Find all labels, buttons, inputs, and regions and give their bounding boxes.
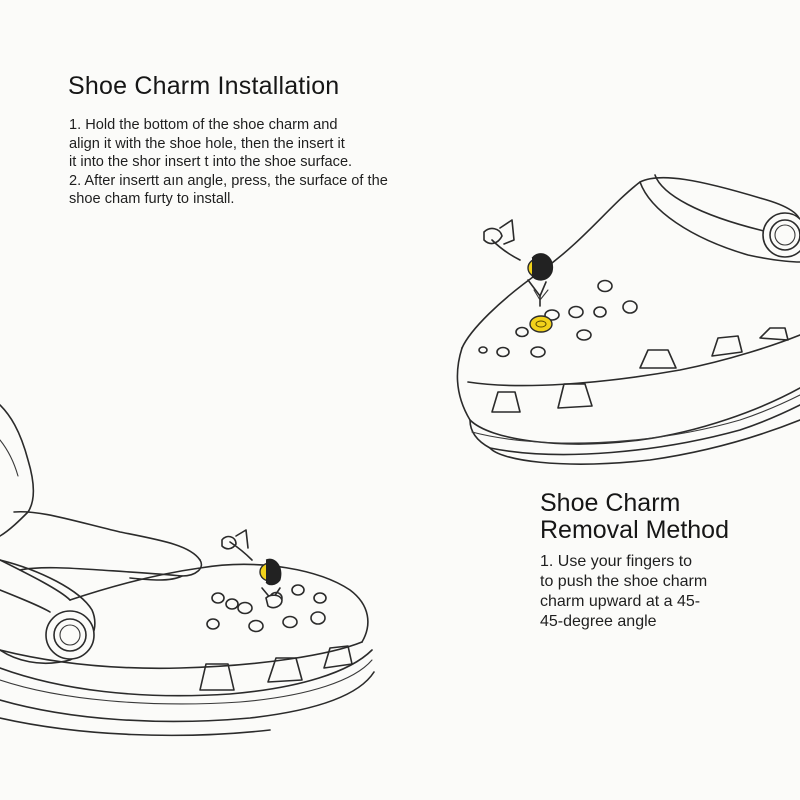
installation-title: Shoe Charm Installation — [68, 72, 340, 100]
installation-instructions: 1. Hold the bottom of the shoe charm and… — [69, 116, 409, 209]
installation-line: 1. Hold the bottom of the shoe charm and — [69, 117, 338, 133]
clog-removal-illustration — [0, 404, 375, 737]
removal-line: 45-degree angle — [540, 613, 657, 630]
removal-instructions: 1. Use your fingers to to push the shoe … — [540, 552, 780, 632]
installation-line: 2. After insertt aın angle, press, the s… — [69, 172, 388, 189]
installation-line: it into the shor insert t into the shoe … — [69, 154, 353, 171]
removal-title-line: Shoe Charm — [540, 489, 681, 517]
removal-title-line: Removal Method — [540, 516, 729, 544]
charm-insert-arrow — [483, 219, 554, 307]
removal-line: 1. Use your fingers to — [540, 553, 693, 570]
installation-line: shoe cham furty to install. — [69, 191, 235, 208]
clog-installation-illustration — [456, 174, 800, 465]
removal-line: to push the shoe charm — [540, 573, 708, 590]
installed-charm — [529, 315, 553, 333]
removal-title: Shoe Charm Removal Method — [540, 490, 780, 544]
installation-line: align it with the shoe hole, then the in… — [69, 135, 345, 152]
removal-line: charm upward at a 45- — [540, 593, 701, 610]
charm-removal-arrow — [221, 529, 283, 609]
